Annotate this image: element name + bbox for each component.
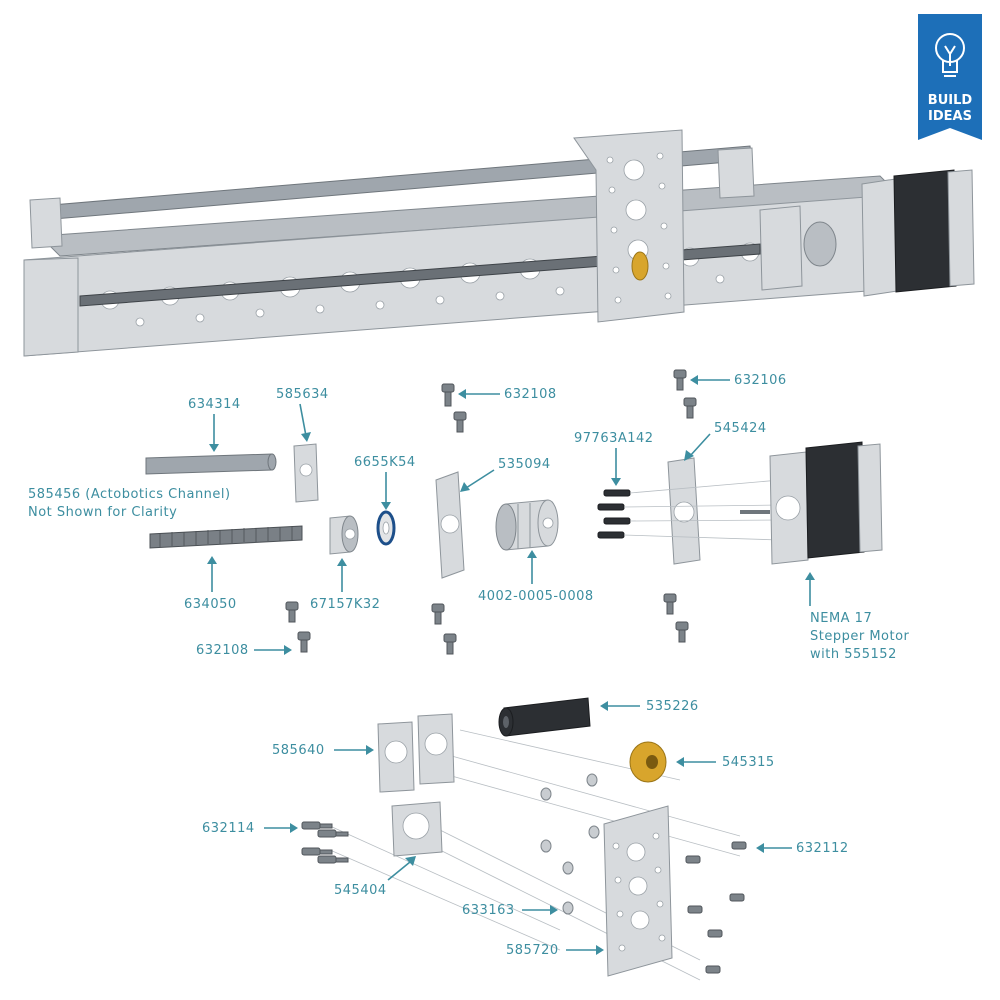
carriage-plate-585720 — [603, 805, 673, 977]
label-632108-top: 632108 — [504, 387, 557, 402]
screws-632114 — [301, 821, 349, 864]
screws-632112 — [685, 841, 747, 974]
motor-endcap-assembled — [947, 169, 975, 287]
standoffs-633163 — [540, 773, 600, 915]
screws-632108-top — [441, 383, 467, 433]
lightbulb-icon — [935, 33, 965, 77]
label-632112: 632112 — [796, 841, 849, 856]
channel-end-plate — [23, 257, 79, 357]
set-screw-collar — [329, 515, 359, 555]
label-585720: 585720 — [506, 943, 559, 958]
exploded-carriage-parts — [301, 697, 747, 981]
linear-bearing-535226 — [498, 697, 591, 737]
label-545404: 545404 — [334, 883, 387, 898]
screws-632106 — [673, 369, 697, 419]
label-nema-17-line-1: NEMA 17 — [810, 611, 872, 626]
pillow-blocks-585640 — [377, 713, 455, 793]
guide-rod — [145, 453, 273, 475]
screws-hub-bottom — [431, 603, 457, 655]
assembled-actuator — [23, 129, 975, 357]
label-545315: 545315 — [722, 755, 775, 770]
badge-line-1: BUILD — [928, 93, 973, 108]
label-585640: 585640 — [272, 743, 325, 758]
label-6655k54: 6655K54 — [354, 455, 416, 470]
label-585456-line-2: Not Shown for Clarity — [28, 505, 177, 520]
stepper-motor-exploded — [740, 441, 883, 565]
build-ideas-badge: BUILD IDEAS — [918, 14, 982, 140]
label-632108-bottom: 632108 — [196, 643, 249, 658]
label-97763a142: 97763A142 — [574, 431, 654, 446]
label-nema-17-line-3: with 555152 — [810, 647, 897, 662]
lead-nut-assembled — [631, 251, 649, 281]
label-545424: 545424 — [714, 421, 767, 436]
label-4002-0005-0008: 4002-0005-0008 — [478, 589, 594, 604]
hub-mount-535094 — [435, 471, 465, 579]
clamping-hub-545404 — [391, 801, 443, 857]
motor-screws-97763a142 — [597, 479, 781, 541]
screws-632108-bottom — [285, 601, 311, 653]
label-585456-line-1: 585456 (Actobotics Channel) — [28, 487, 231, 502]
carriage-plate — [573, 129, 685, 323]
callout-arrows — [207, 375, 815, 955]
label-633163: 633163 — [462, 903, 515, 918]
motor-mount-545424 — [667, 457, 701, 565]
exploded-drive-parts — [145, 369, 883, 655]
rod-end-block-right — [717, 147, 755, 199]
bearing-6655k54 — [376, 510, 396, 546]
label-634050: 634050 — [184, 597, 237, 612]
label-632106: 632106 — [734, 373, 787, 388]
label-535094: 535094 — [498, 457, 551, 472]
label-634314: 634314 — [188, 397, 241, 412]
motor-stack-assembled — [893, 169, 957, 293]
coupler-assembled — [803, 221, 837, 267]
lead-screw-assembled — [79, 243, 761, 307]
rod-end-block-left — [29, 197, 63, 249]
lead-nut-545315 — [629, 741, 667, 783]
part-labels: 634314 585634 632108 632106 97763A142 54… — [28, 373, 910, 958]
motor-mount-assembled — [759, 205, 803, 291]
lead-screw — [149, 525, 303, 549]
label-585634: 585634 — [276, 387, 329, 402]
label-632114: 632114 — [202, 821, 255, 836]
label-67157k32: 67157K32 — [310, 597, 380, 612]
badge-line-2: IDEAS — [928, 109, 972, 124]
label-535226: 535226 — [646, 699, 699, 714]
flexible-coupler — [495, 499, 559, 551]
label-nema-17-line-2: Stepper Motor — [810, 629, 910, 644]
screws-mount-bottom — [663, 593, 689, 643]
